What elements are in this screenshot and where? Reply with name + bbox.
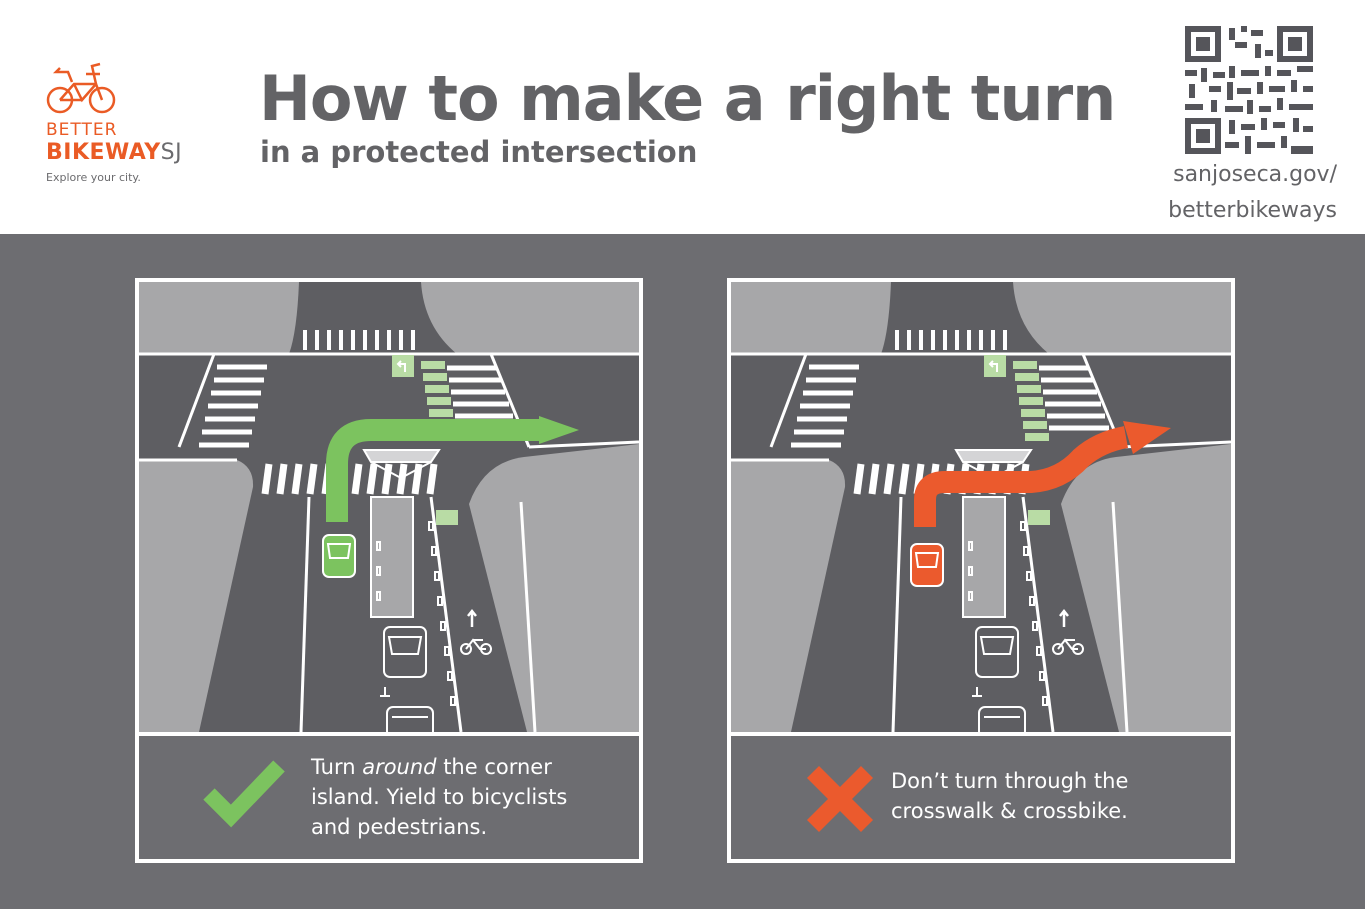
logo-line-bikeway: BIKEWAYSJ	[46, 140, 182, 165]
page-title: How to make a right turn	[259, 62, 1116, 135]
intersection-illustration-correct	[139, 282, 639, 732]
bicycle-icon	[46, 62, 116, 114]
caption-emphasis-around: around	[362, 755, 437, 779]
website-url[interactable]: sanjoseca.gov/ betterbikeways	[1117, 157, 1337, 229]
panel-divider	[139, 732, 639, 736]
caption-line-1: Don’t turn through the	[891, 769, 1129, 793]
panel-caption: Don’t turn through the crosswalk & cross…	[731, 736, 1231, 859]
logo-sj-text: SJ	[160, 140, 183, 165]
logo-line-better: BETTER	[46, 120, 118, 140]
caption-line-1-start: Turn	[311, 755, 363, 779]
logo-bikeway-text: BIKEWAY	[46, 140, 161, 165]
logo-tagline: Explore your city.	[46, 171, 141, 184]
qr-code-icon[interactable]	[1185, 26, 1313, 154]
turning-car-green	[322, 534, 356, 578]
url-line-1: sanjoseca.gov/	[1173, 162, 1337, 187]
instruction-area: Turn around the corner island. Yield to …	[0, 234, 1365, 909]
better-bikeway-sj-logo[interactable]: BETTER BIKEWAYSJ Explore your city.	[46, 62, 216, 192]
caption-line-1: Turn around the corner	[311, 752, 567, 782]
panel-caption: Turn around the corner island. Yield to …	[139, 736, 639, 859]
turn-path-incorrect-arrow	[914, 426, 1129, 527]
turning-car-orange	[910, 543, 944, 587]
intersection-illustration-incorrect	[731, 282, 1231, 732]
caption-line-2: island. Yield to bicyclists	[311, 785, 568, 809]
caption-line-2: crosswalk & crossbike.	[891, 799, 1128, 823]
caption-line-1-end: the corner	[436, 755, 552, 779]
turn-path-correct-arrow	[326, 419, 544, 522]
caption-text-incorrect: Don’t turn through the crosswalk & cross…	[891, 766, 1128, 826]
url-line-2: betterbikeways	[1168, 198, 1337, 223]
page-subtitle: in a protected intersection	[260, 135, 698, 169]
caption-line-3: and pedestrians.	[311, 815, 488, 839]
x-icon	[806, 765, 874, 833]
header: BETTER BIKEWAYSJ Explore your city. How …	[0, 0, 1365, 234]
panel-divider	[731, 732, 1231, 736]
panel-correct-turn: Turn around the corner island. Yield to …	[135, 278, 643, 863]
panel-incorrect-turn: Don’t turn through the crosswalk & cross…	[727, 278, 1235, 863]
caption-text-correct: Turn around the corner island. Yield to …	[311, 752, 567, 842]
checkmark-icon	[203, 760, 285, 828]
